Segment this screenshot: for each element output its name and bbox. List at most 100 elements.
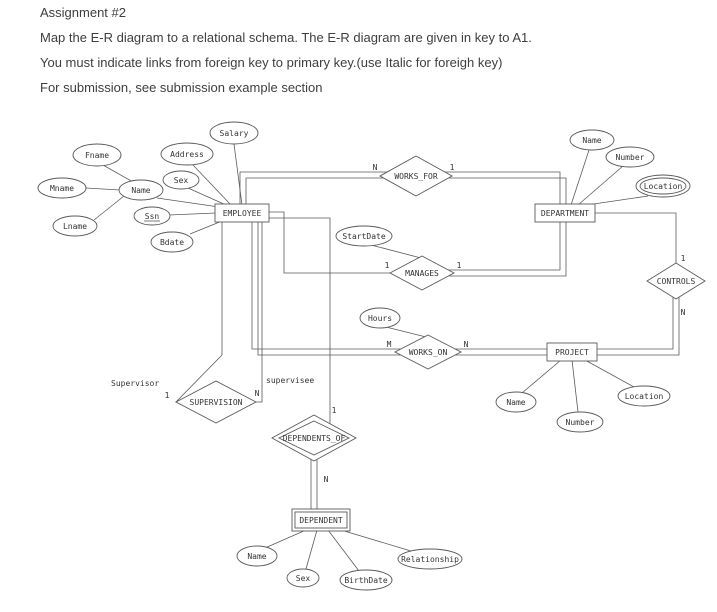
supervisor-role-label: Supervisor	[111, 379, 159, 388]
edge-depname-dependent	[264, 529, 307, 549]
works-for-label: WORKS_FOR	[394, 172, 438, 181]
project-entity-label: PROJECT	[555, 348, 589, 357]
dept-name-attribute-ellipse	[569, 129, 615, 151]
dependent-entity-label: DEPENDENT	[299, 516, 343, 525]
department-entity-label: DEPARTMENT	[541, 209, 589, 218]
dep-birthdate-attribute-label: BirthDate	[344, 576, 388, 585]
supervision-supervisor-cardinality: 1	[165, 391, 170, 400]
edge-worksfor-department-2	[416, 177, 567, 210]
edge-lname-name	[93, 195, 125, 221]
edge-depsex-dependent	[305, 529, 318, 570]
mname-attribute-label: Mname	[50, 184, 74, 193]
dep-relationship-attribute-ellipse	[397, 548, 463, 570]
edge-salary-employee	[233, 143, 243, 206]
dependents-of-dependent-cardinality: N	[324, 475, 329, 484]
dep-name-attribute-ellipse	[236, 545, 278, 567]
manages-employee-cardinality: 1	[385, 261, 390, 270]
dep-sex-attribute-label: Sex	[296, 574, 311, 583]
controls-label: CONTROLS	[657, 277, 696, 286]
edge-mname-name	[85, 187, 121, 191]
startdate-attribute-ellipse	[335, 225, 393, 247]
edge-layer	[85, 143, 680, 572]
dep-sex-attribute-ellipse	[286, 568, 320, 588]
dept-name-attribute-label: Name	[582, 136, 601, 145]
proj-name-attribute-ellipse	[495, 391, 537, 413]
edge-worksfor-employee-2	[245, 177, 416, 210]
supervisee-role-label: supervisee	[266, 376, 314, 385]
proj-number-attribute-label: Number	[566, 418, 595, 427]
edge-projnumber-project	[571, 359, 579, 413]
edge-manages-employee	[262, 211, 422, 274]
edge-hours-workson	[385, 326, 427, 338]
dept-number-attribute-ellipse	[605, 146, 655, 168]
mname-attribute-ellipse	[37, 177, 87, 199]
assignment-title: Assignment #2	[40, 5, 126, 20]
bdate-attribute-label: Bdate	[160, 238, 184, 247]
edge-address-employee	[191, 163, 232, 206]
dependents-of-employee-cardinality: 1	[332, 406, 337, 415]
lname-attribute-ellipse	[52, 215, 98, 237]
salary-attribute-label: Salary	[220, 129, 249, 138]
hours-attribute-label: Hours	[368, 314, 392, 323]
name-attribute-ellipse	[118, 179, 164, 201]
lname-attribute-label: Lname	[63, 222, 87, 231]
controls-department-cardinality: 1	[681, 254, 686, 263]
controls-project-cardinality: N	[681, 308, 686, 317]
dept-number-attribute-label: Number	[616, 153, 645, 162]
assignment-header: Assignment #2 Map the E-R diagram to a r…	[40, 6, 532, 106]
instruction-line-1: Map the E-R diagram to a relational sche…	[40, 30, 532, 45]
dept-location-attribute-ellipse-inner	[639, 177, 687, 195]
edge-supervision-supervisee	[216, 216, 263, 403]
proj-name-attribute-label: Name	[506, 398, 525, 407]
edge-deptlocation-department	[586, 195, 649, 206]
edge-worksfor-employee-1	[239, 171, 416, 210]
edge-ssn-employee	[168, 212, 217, 216]
proj-location-attribute-ellipse	[617, 385, 671, 407]
manages-diamond	[389, 255, 455, 291]
edge-workson-employee-2	[257, 218, 428, 356]
supervision-label: SUPERVISION	[190, 398, 243, 407]
sex-attribute-label: Sex	[174, 176, 189, 185]
salary-attribute-ellipse	[209, 121, 259, 145]
edge-projname-project	[521, 359, 562, 394]
ssn-attribute-ellipse	[133, 206, 171, 226]
manages-label: MANAGES	[405, 269, 439, 278]
edge-workson-employee-1	[251, 218, 428, 350]
supervision-supervisee-cardinality: N	[255, 389, 260, 398]
name-attribute-label: Name	[131, 186, 150, 195]
dep-birthdate-attribute-ellipse	[339, 569, 393, 591]
dependents-of-label: DEPENDENTS_OF	[283, 434, 346, 443]
address-attribute-label: Address	[170, 150, 204, 159]
proj-number-attribute-ellipse	[556, 411, 604, 433]
dept-location-attribute-label: Location	[644, 182, 683, 191]
dependents-of-diamond-inner	[277, 420, 351, 456]
edge-deptnumber-department	[577, 165, 624, 206]
dependent-entity-box-inner	[294, 511, 348, 529]
instruction-line-2: You must indicate links from foreign key…	[40, 55, 503, 70]
edge-projlocation-project	[584, 359, 635, 388]
project-entity-box	[546, 342, 598, 362]
edge-bdate-employee	[189, 220, 223, 235]
works-on-project-cardinality: N	[464, 340, 469, 349]
works-on-diamond	[394, 334, 462, 370]
instruction-line-3: For submission, see submission example s…	[40, 80, 323, 95]
fname-attribute-ellipse	[72, 143, 122, 167]
startdate-attribute-label: StartDate	[342, 232, 386, 241]
works-for-department-cardinality: 1	[450, 163, 455, 172]
controls-diamond	[646, 262, 706, 300]
works-on-label: WORKS_ON	[409, 348, 448, 357]
edge-controls-department	[590, 212, 677, 281]
fname-attribute-label: Fname	[85, 151, 109, 160]
edge-fname-name	[102, 164, 134, 183]
ssn-attribute-label: Ssn	[145, 212, 160, 221]
edge-worksfor-department-1	[416, 171, 561, 210]
edge-depbirthdate-dependent	[327, 529, 360, 572]
edge-manages-department-1	[422, 218, 561, 271]
sex-attribute-ellipse	[162, 170, 200, 190]
department-entity-box	[534, 203, 596, 223]
edge-startdate-manages	[370, 244, 422, 259]
employee-entity-label: EMPLOYEE	[223, 209, 262, 218]
edge-sex-employee	[187, 187, 227, 206]
edge-deptname-department	[570, 149, 590, 206]
